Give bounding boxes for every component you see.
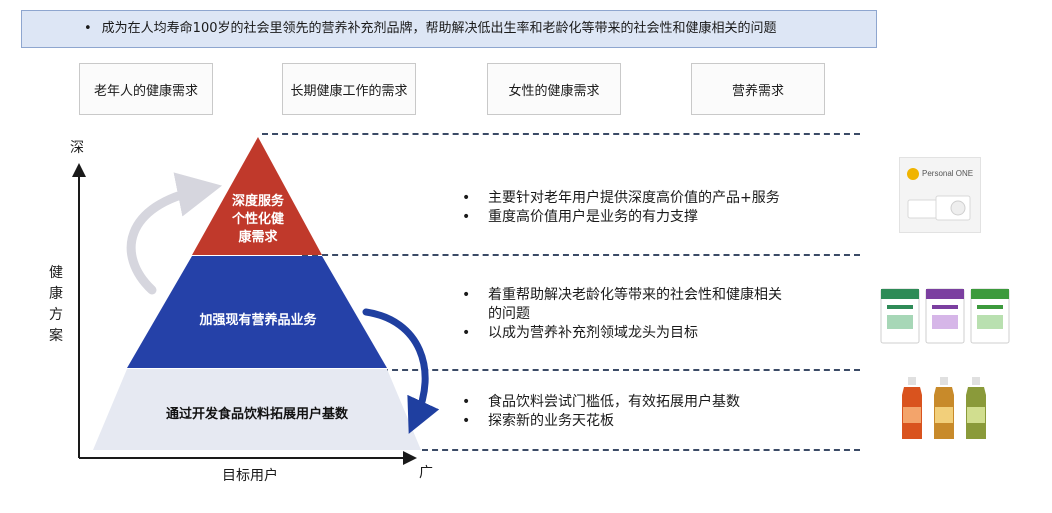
tier-divider-lower <box>382 369 860 371</box>
personal-one-brand: Personal ONE <box>922 169 974 178</box>
mission-banner: • 成为在人均寿命100岁的社会里领先的营养补充剂品牌，帮助解决低出生率和老龄化等… <box>21 10 877 48</box>
y-axis-title: 健 康 方 案 <box>49 265 63 344</box>
need-label: 长期健康工作的需求 <box>290 83 408 99</box>
tier-divider-bottom <box>422 449 860 451</box>
curved-arrow-down-icon <box>362 308 440 434</box>
pyramid-top-tier <box>192 137 322 255</box>
personal-one-product-image: Personal ONE <box>899 157 981 233</box>
list-item: •探索新的业务天花板 <box>462 413 614 429</box>
beverage-bottles-image <box>899 375 997 443</box>
y-axis-top-label: 深 <box>70 140 84 156</box>
tier-top-description: •主要针对老年用户提供深度高价值的产品+服务 •重度高价值用户是业务的有力支撑 <box>458 189 780 227</box>
list-item: •食品饮料尝试门槛低，有效拓展用户基数 <box>462 394 740 410</box>
need-label: 老年人的健康需求 <box>93 83 198 99</box>
x-axis-end-label: 广 <box>419 465 433 481</box>
banner-text: 成为在人均寿命100岁的社会里领先的营养补充剂品牌，帮助解决低出生率和老龄化等带… <box>101 21 777 36</box>
need-women-health: 女性的健康需求 <box>487 63 621 115</box>
need-label: 营养需求 <box>731 83 784 99</box>
list-item: •以成为营养补充剂领域龙头为目标 <box>462 325 698 341</box>
supplement-packs-image <box>879 287 1011 345</box>
need-nutrition: 营养需求 <box>691 63 825 115</box>
need-elderly-health: 老年人的健康需求 <box>79 63 213 115</box>
tier-divider-upper <box>302 254 860 256</box>
list-item: •主要针对老年用户提供深度高价值的产品+服务 <box>462 190 780 206</box>
pyramid-bottom-tier <box>93 369 421 450</box>
banner-bullet: • <box>84 21 92 36</box>
tier-divider-top <box>262 133 860 135</box>
tier-middle-description: •着重帮助解决老龄化等带来的社会性和健康相关的问题 •以成为营养补充剂领域龙头为… <box>458 286 782 343</box>
list-item: •重度高价值用户是业务的有力支撑 <box>462 209 698 225</box>
pyramid-middle-label: 加强现有营养品业务 <box>199 313 317 328</box>
list-item: •着重帮助解决老龄化等带来的社会性和健康相关的问题 <box>462 287 782 322</box>
pyramid-middle-tier <box>127 256 387 368</box>
need-long-term-work: 长期健康工作的需求 <box>282 63 416 115</box>
pyramid-top-label: 深度服务 个性化健 康需求 <box>231 194 284 245</box>
need-label: 女性的健康需求 <box>508 83 600 99</box>
tier-bottom-description: •食品饮料尝试门槛低，有效拓展用户基数 •探索新的业务天花板 <box>458 393 740 431</box>
x-axis-title: 目标用户 <box>222 468 278 484</box>
pyramid-bottom-label: 通过开发食品饮料拓展用户基数 <box>165 407 348 422</box>
curved-arrow-up-icon <box>126 172 223 295</box>
